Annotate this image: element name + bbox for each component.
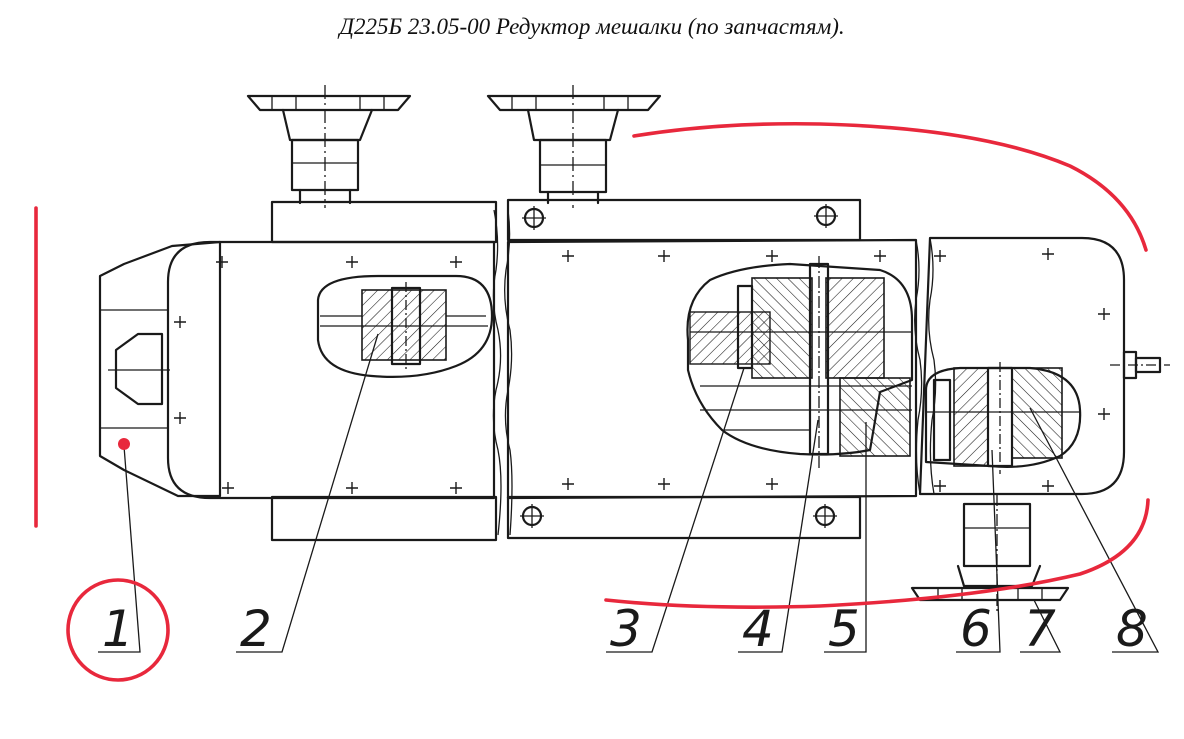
highlight-arc-top xyxy=(632,121,1148,252)
highlight-dot xyxy=(118,438,130,450)
highlight-circle-callout-1 xyxy=(66,578,170,682)
top-shaft-left xyxy=(246,85,412,208)
callout-2[interactable]: 2 xyxy=(240,600,272,658)
housing xyxy=(166,209,1170,536)
highlight-arc-bottom xyxy=(604,498,1150,609)
end-cap-part-1 xyxy=(98,240,222,498)
cutaway-left xyxy=(316,274,494,378)
bolt-markers xyxy=(174,248,1110,494)
callout-3[interactable]: 3 xyxy=(610,600,642,658)
drawing-title: Д225Б 23.05-00 Редуктор мешалки (по запч… xyxy=(339,14,845,39)
callout-7[interactable]: 7 xyxy=(1024,600,1056,658)
top-plate xyxy=(270,198,862,244)
cutaway-right xyxy=(924,362,1082,474)
callout-4[interactable]: 4 xyxy=(742,600,774,658)
red-annotations xyxy=(34,121,1150,682)
bottom-shaft xyxy=(910,494,1070,612)
top-shaft-right xyxy=(486,85,662,208)
cutaway-middle xyxy=(686,256,914,470)
callout-1[interactable]: 1 xyxy=(102,600,134,658)
leader-lines xyxy=(98,333,1160,653)
callout-8[interactable]: 8 xyxy=(1116,600,1148,658)
callout-5[interactable]: 5 xyxy=(828,600,860,658)
callout-6[interactable]: 6 xyxy=(960,600,992,658)
bottom-plate xyxy=(270,495,862,542)
